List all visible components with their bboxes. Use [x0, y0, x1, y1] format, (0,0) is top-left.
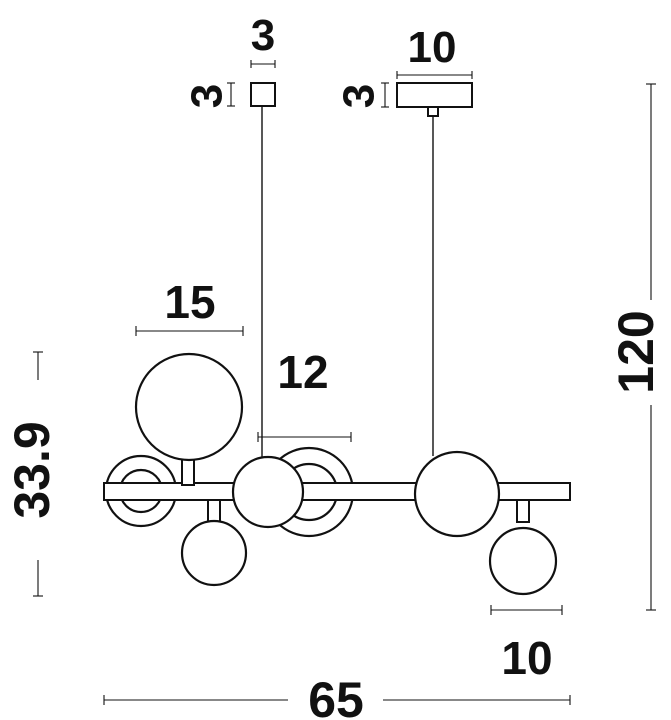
body-height-label: 33.9 [4, 421, 60, 518]
large-canopy-width-label: 10 [408, 23, 457, 72]
top-globe-assembly: 15 [134, 276, 244, 486]
top-globe-stem [181, 457, 195, 486]
horizontal-bar [103, 482, 571, 501]
suspension-cables [261, 106, 439, 460]
large-canopy-height-label: 3 [335, 84, 384, 108]
small-canopy-height-label: 3 [183, 84, 232, 108]
lower-left-globe-stem [207, 499, 221, 523]
large-canopy-box [396, 82, 473, 108]
lower-left-globe [180, 519, 248, 587]
lower-left-globe-assembly [180, 499, 248, 587]
bottom-globe-dimension-label: 10 [501, 632, 552, 684]
small-canopy-box [250, 82, 276, 107]
small-canopy-width-label: 3 [251, 11, 275, 60]
total-width-dimension: 65 [103, 672, 571, 720]
right-bar-globe-assembly [413, 450, 501, 538]
center-globe [231, 455, 305, 529]
lower-right-globe-assembly: 10 [488, 499, 563, 684]
body-height-dimension: 33.9 [4, 351, 60, 597]
lower-right-globe [488, 526, 558, 596]
right-cable-clamp [427, 106, 439, 117]
center-globe-assembly: 12 [231, 346, 352, 529]
bar-body [103, 482, 571, 501]
small-canopy: 3 3 [183, 11, 276, 108]
top-globe [134, 352, 244, 462]
lower-right-globe-stem [516, 499, 530, 523]
total-width-label: 65 [308, 672, 364, 720]
right-bar-globe [413, 450, 501, 538]
total-height-dimension: 120 [608, 83, 664, 611]
total-height-label: 120 [608, 310, 664, 393]
center-globe-dimension-label: 12 [277, 346, 328, 398]
top-globe-dimension-label: 15 [164, 276, 215, 328]
large-canopy: 10 3 [335, 23, 473, 108]
